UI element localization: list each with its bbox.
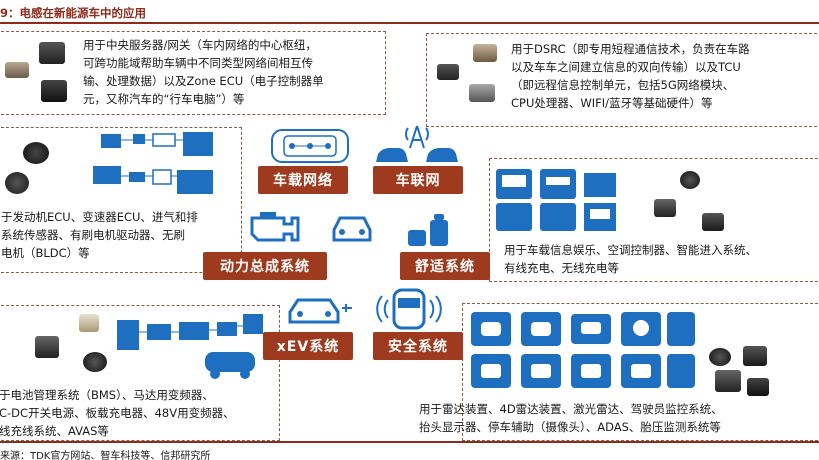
inductor-chip-image xyxy=(5,62,29,78)
inductor-chip-image xyxy=(35,336,59,358)
inductor-chip-image xyxy=(702,213,724,231)
inductor-chip-image xyxy=(23,142,49,164)
inductor-chip-image xyxy=(79,314,99,332)
inductor-chip-image xyxy=(709,348,731,366)
figure-title: 9：电感在新能源车中的应用 xyxy=(0,6,147,20)
panel-vehicle-network-text: 用于中央服务器/网关（车内网络的中心枢纽， 可跨功能域帮助车辆中不同类型网络间相… xyxy=(83,38,324,106)
connected-cars-tower-icon xyxy=(376,125,458,162)
inductor-chip-image xyxy=(39,42,65,64)
hub-safety: 安全系统 xyxy=(373,332,463,360)
engine-icon xyxy=(250,212,300,242)
safety-sensors-icon xyxy=(471,312,695,388)
hub-comfort: 舒适系统 xyxy=(400,252,490,280)
panel-vehicle-network: 用于中央服务器/网关（车内网络的中心枢纽， 可跨功能域帮助车辆中不同类型网络间相… xyxy=(0,31,386,115)
panel-safety-text: 用于雷达装置、4D雷达装置、激光雷达、驾驶员监控系统、 抬头显示器、停车辅助（摄… xyxy=(419,402,723,434)
top-divider xyxy=(0,22,819,24)
ecu-diagram-icon xyxy=(93,132,213,194)
panel-xev: 于电池管理系统（BMS）、马达用变频器、 C-DC开关电源、板载充电器、48V用… xyxy=(0,305,280,441)
vehicle-network-car-icon xyxy=(271,129,349,163)
panel-comfort-text: 用于车载信息娱乐、空调控制器、智能进入系统、 有线充电、无线充电等 xyxy=(504,243,757,275)
inductor-chip-image xyxy=(469,84,495,102)
inductor-chip-image xyxy=(473,44,497,62)
panel-safety: 用于雷达装置、4D雷达装置、激光雷达、驾驶员监控系统、 抬头显示器、停车辅助（摄… xyxy=(419,303,819,441)
car-front-icon xyxy=(332,216,372,242)
ev-charging-car-icon xyxy=(288,298,352,324)
panel-connected-vehicle: 用于DSRC（即专用短程通信技术，负责在车路 以及车车之间建立信息的双向传输）以… xyxy=(426,33,819,127)
infotainment-panel-icon xyxy=(496,169,616,231)
hub-powertrain: 动力总成系统 xyxy=(203,252,327,280)
panel-comfort: 用于车载信息娱乐、空调控制器、智能进入系统、 有线充电、无线充电等 xyxy=(489,158,819,282)
inductor-chip-image xyxy=(680,171,700,189)
source-note: 来源：TDK官方网站、智车科技等、信邦研究所 xyxy=(0,451,211,460)
car-seat-icon xyxy=(408,214,448,246)
bottom-divider xyxy=(0,441,819,443)
inductor-chip-image xyxy=(41,80,67,102)
inductor-chip-image xyxy=(654,199,676,217)
hub-xev: xEV系统 xyxy=(263,332,353,360)
panel-xev-text: 于电池管理系统（BMS）、马达用变频器、 C-DC开关电源、板载充电器、48V用… xyxy=(0,388,235,438)
hub-connected-vehicle: 车联网 xyxy=(373,166,463,194)
inductor-chip-image xyxy=(437,64,459,80)
inductor-chip-image xyxy=(5,172,29,194)
inductor-chip-image xyxy=(747,378,769,396)
safety-car-top-icon xyxy=(376,288,442,330)
bms-diagram-icon xyxy=(117,314,263,379)
panel-powertrain-text: 于发动机ECU、变速器ECU、进气和排 系统传感器、有刷电机驱动器、无刷 电机（… xyxy=(1,210,198,260)
hub-vehicle-network: 车载网络 xyxy=(258,166,348,194)
inductor-chip-image xyxy=(83,352,107,372)
inductor-chip-image xyxy=(715,370,741,392)
panel-powertrain: 于发动机ECU、变速器ECU、进气和排 系统传感器、有刷电机驱动器、无刷 电机（… xyxy=(0,127,242,273)
inductor-chip-image xyxy=(743,346,767,366)
panel-connected-vehicle-text: 用于DSRC（即专用短程通信技术，负责在车路 以及车车之间建立信息的双向传输）以… xyxy=(511,42,750,110)
